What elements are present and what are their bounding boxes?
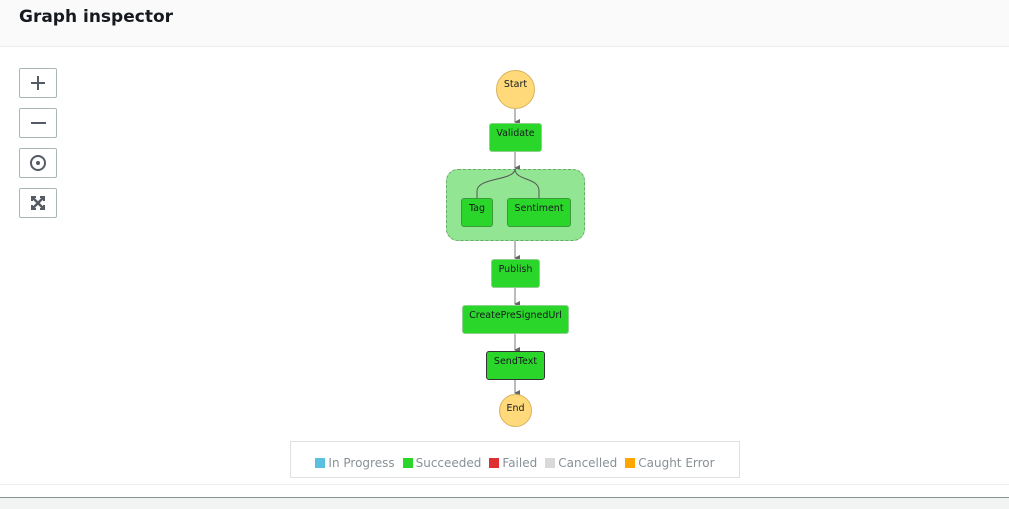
fit-view-button[interactable] xyxy=(19,188,57,218)
target-icon xyxy=(30,155,46,171)
state-sentiment[interactable]: Sentiment xyxy=(507,198,571,227)
legend-label: Caught Error xyxy=(638,455,715,470)
zoom-out-button[interactable] xyxy=(19,108,57,138)
footer-panel xyxy=(0,497,1009,509)
center-button[interactable] xyxy=(19,148,57,178)
legend-failed: Failed xyxy=(489,456,537,470)
succeeded-swatch xyxy=(402,457,413,468)
status-legend: In Progress Succeeded Failed Cancelled C… xyxy=(290,441,740,478)
state-validate[interactable]: Validate xyxy=(489,123,542,152)
legend-cancelled: Cancelled xyxy=(545,456,617,470)
legend-label: In Progress xyxy=(328,455,395,470)
legend-succeeded: Succeeded xyxy=(402,455,482,470)
state-createpresignedurl[interactable]: CreatePreSignedUrl xyxy=(462,305,569,334)
start-node[interactable]: Start xyxy=(496,70,535,109)
expand-icon xyxy=(31,196,45,210)
minus-icon xyxy=(31,122,46,124)
zoom-in-button[interactable] xyxy=(19,68,57,98)
in-progress-swatch xyxy=(315,457,326,468)
header: Graph inspector xyxy=(0,0,1009,47)
legend-label: Succeeded xyxy=(415,455,482,470)
divider xyxy=(0,484,1009,485)
caught-error-swatch xyxy=(625,457,636,468)
legend-label: Cancelled xyxy=(558,455,618,470)
legend-label: Failed xyxy=(502,455,538,470)
state-sendtext[interactable]: SendText xyxy=(486,351,545,380)
plus-icon xyxy=(31,76,45,90)
cancelled-swatch xyxy=(545,457,556,468)
end-node[interactable]: End xyxy=(499,394,532,427)
state-publish[interactable]: Publish xyxy=(491,259,540,288)
legend-caught-error: Caught Error xyxy=(625,455,715,470)
page-title: Graph inspector xyxy=(19,7,174,27)
legend-in-progress: In Progress xyxy=(315,455,395,470)
failed-swatch xyxy=(489,457,500,468)
state-tag[interactable]: Tag xyxy=(461,198,493,227)
